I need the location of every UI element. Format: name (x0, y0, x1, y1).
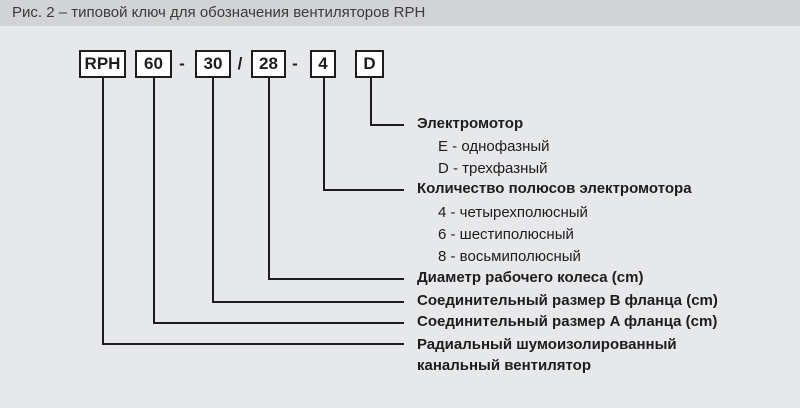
code-separator-dash-2: - (292, 54, 298, 73)
code-segment-motor: D (363, 54, 376, 73)
code-box-series: RPH (79, 50, 126, 78)
label-motor-option-e: E - однофазный (438, 138, 550, 155)
label-poles-option-6: 6 - шестиполюсный (438, 226, 574, 243)
code-segment-series: RPH (84, 54, 121, 73)
connector-line-poles (323, 78, 404, 191)
connector-line-motor (370, 78, 404, 126)
code-box-flange-b: 30 (195, 50, 231, 78)
label-poles-option-8: 8 - восьмиполюсный (438, 248, 581, 265)
code-segment-impeller: 28 (259, 54, 278, 73)
figure-caption-bar: Рис. 2 – типовой ключ для обозначения ве… (0, 0, 800, 26)
code-segment-poles: 4 (318, 54, 328, 73)
code-segment-flange-b: 30 (203, 54, 223, 73)
label-flange-a: Соединительный размер A фланца (cm) (417, 313, 718, 330)
label-impeller-diameter: Диаметр рабочего колеса (cm) (417, 269, 644, 286)
connector-line-impeller (268, 78, 404, 280)
label-poles-title: Количество полюсов электромотора (417, 180, 692, 197)
connector-line-flange-b (212, 78, 404, 303)
label-motor-title: Электромотор (417, 115, 524, 132)
code-segment-flange-a: 60 (144, 54, 163, 73)
code-box-flange-a: 60 (135, 50, 172, 78)
code-separator-dash-1: - (179, 54, 185, 73)
label-fan-type: Радиальный шумоизолированный канальный в… (417, 334, 717, 376)
code-separator-slash: / (237, 54, 243, 73)
label-fan-type-line2: канальный вентилятор (417, 357, 592, 374)
code-box-poles: 4 (310, 50, 336, 78)
label-poles-option-4: 4 - четырехполюсный (438, 204, 588, 221)
label-motor-option-d: D - трехфазный (438, 160, 548, 177)
figure-caption: Рис. 2 – типовой ключ для обозначения ве… (12, 4, 426, 21)
label-flange-b: Соединительный размер B фланца (cm) (417, 292, 718, 309)
connector-line-series (102, 78, 404, 345)
connector-line-flange-a (153, 78, 404, 324)
label-fan-type-line1: Радиальный шумоизолированный (417, 336, 677, 353)
code-box-impeller: 28 (251, 50, 286, 78)
code-box-motor: D (355, 50, 384, 78)
